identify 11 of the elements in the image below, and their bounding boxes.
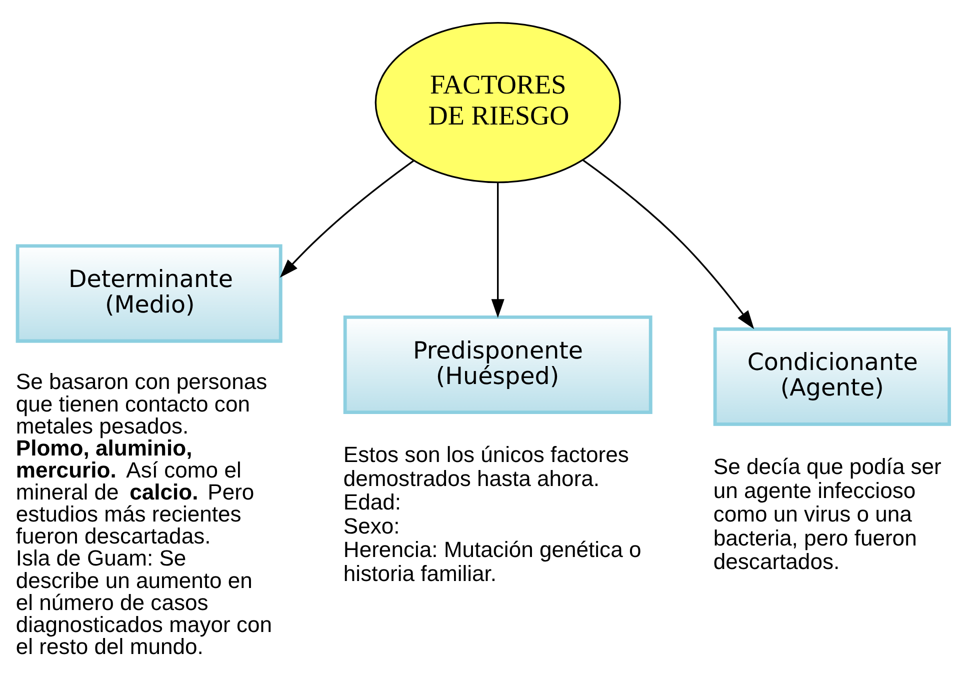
node-label: Edad: [343, 489, 402, 514]
node-label: Se decía que podía ser un agente infeccioso como un virus o una bacteria, pero fueron descartados. [713, 454, 942, 574]
arrow [491, 182, 504, 318]
arrow [582, 158, 754, 329]
node-ellipse: FACTORES DE RIESGO [374, 21, 621, 183]
node-label: Isla de Guam: Se describe un aumento en el número de casos diagnosticados mayor con el resto del mundo. [16, 545, 272, 658]
node-label: Sexo: [343, 512, 400, 538]
arrow [280, 160, 414, 278]
node-label: Estos son los únicos factores demostrados hasta ahora. [343, 442, 629, 490]
node-label: Herencia: Mutación genética o historia familiar. [343, 536, 642, 586]
node-label: Se basaron con personas que tienen contacto con metales pesados. [16, 368, 268, 438]
